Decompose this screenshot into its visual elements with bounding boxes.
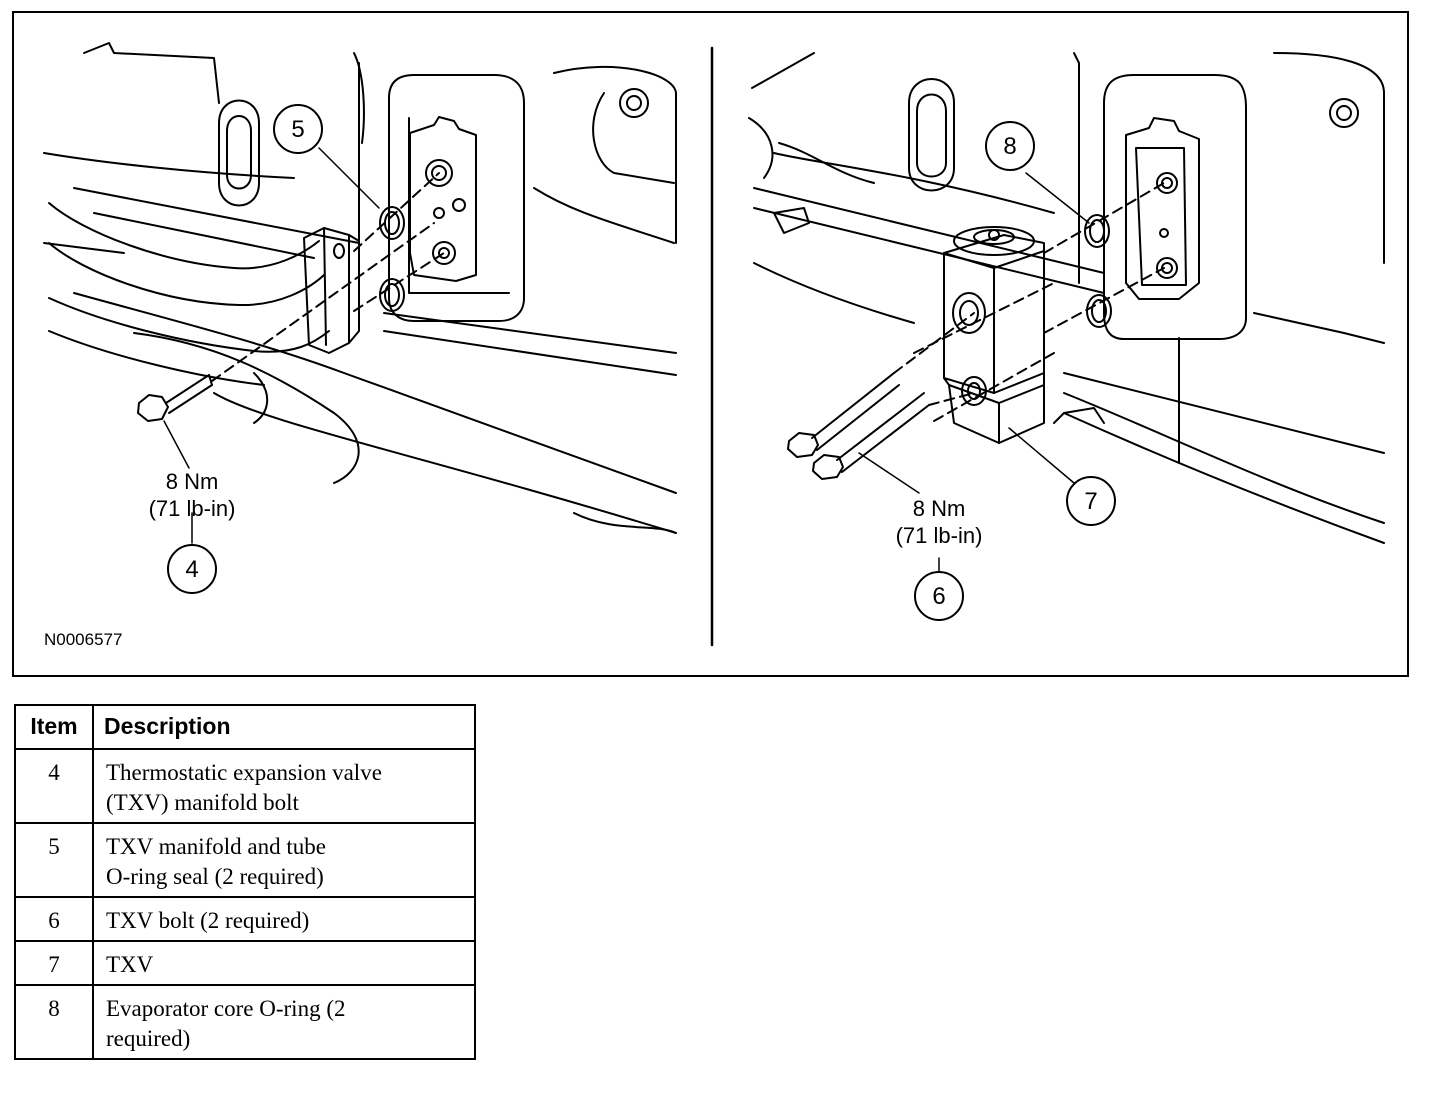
figure-id: N0006577 (44, 630, 122, 649)
legend-table: Item Description 4 Thermostatic expansio… (14, 704, 476, 1060)
legend-description-line: required) (106, 1026, 191, 1051)
legend-item-number: 6 (14, 896, 94, 942)
callout-8-label: 8 (1003, 133, 1016, 160)
left-view-alignment-lines (211, 172, 445, 382)
legend-row: 6 TXV bolt (2 required) (14, 896, 476, 942)
right-view-drawing (748, 52, 1385, 544)
legend-row: 4 Thermostatic expansion valve (TXV) mani… (14, 748, 476, 824)
legend-description-line: (TXV) manifold bolt (106, 790, 299, 815)
right-view-leader-lines (858, 172, 1090, 572)
legend-description-line: Thermostatic expansion valve (106, 760, 382, 785)
legend-description-line: Evaporator core O-ring (2 (106, 996, 346, 1021)
callout-5-label: 5 (291, 116, 304, 143)
legend-item-number: 5 (14, 822, 94, 898)
callout-6-circle (914, 571, 964, 621)
left-torque-line1: 8 Nm (166, 469, 219, 494)
callout-8-circle (985, 121, 1035, 171)
right-torque-line2: (71 lb-in) (896, 523, 983, 548)
left-view-drawing (43, 42, 677, 534)
right-torque-line1: 8 Nm (913, 496, 966, 521)
exploded-view-illustration: 5 4 8 7 6 8 Nm (71 lb-in) 8 Nm (71 lb-in… (43, 42, 1385, 649)
legend-item-number: 4 (14, 748, 94, 824)
left-torque-line2: (71 lb-in) (149, 496, 236, 521)
right-view-alignment-lines (893, 182, 1165, 422)
callout-7-circle (1066, 476, 1116, 526)
legend-description-line: TXV bolt (2 required) (106, 908, 310, 933)
legend-description-line: TXV (106, 952, 154, 977)
legend-row: 7 TXV (14, 940, 476, 986)
callout-5-circle (273, 104, 323, 154)
callout-4-label: 4 (185, 556, 198, 583)
legend-description: Evaporator core O-ring (2 required) (92, 984, 476, 1060)
legend-header-item: Item (14, 704, 94, 750)
legend-item-number: 7 (14, 940, 94, 986)
legend-description: TXV (92, 940, 476, 986)
legend-row: 8 Evaporator core O-ring (2 required) (14, 984, 476, 1060)
legend-header-row: Item Description (14, 704, 476, 750)
legend-header-description: Description (92, 704, 476, 750)
legend-description-line: O-ring seal (2 required) (106, 864, 324, 889)
legend-description: Thermostatic expansion valve (TXV) manifo… (92, 748, 476, 824)
callout-4-circle (167, 544, 217, 594)
left-view-leader-lines (163, 147, 380, 544)
diagram-frame: 5 4 8 7 6 8 Nm (71 lb-in) 8 Nm (71 lb-in… (12, 11, 1409, 677)
callout-6-label: 6 (932, 583, 945, 610)
legend-item-number: 8 (14, 984, 94, 1060)
legend-description-line: TXV manifold and tube (106, 834, 326, 859)
legend-description: TXV bolt (2 required) (92, 896, 476, 942)
callout-7-label: 7 (1084, 488, 1097, 515)
